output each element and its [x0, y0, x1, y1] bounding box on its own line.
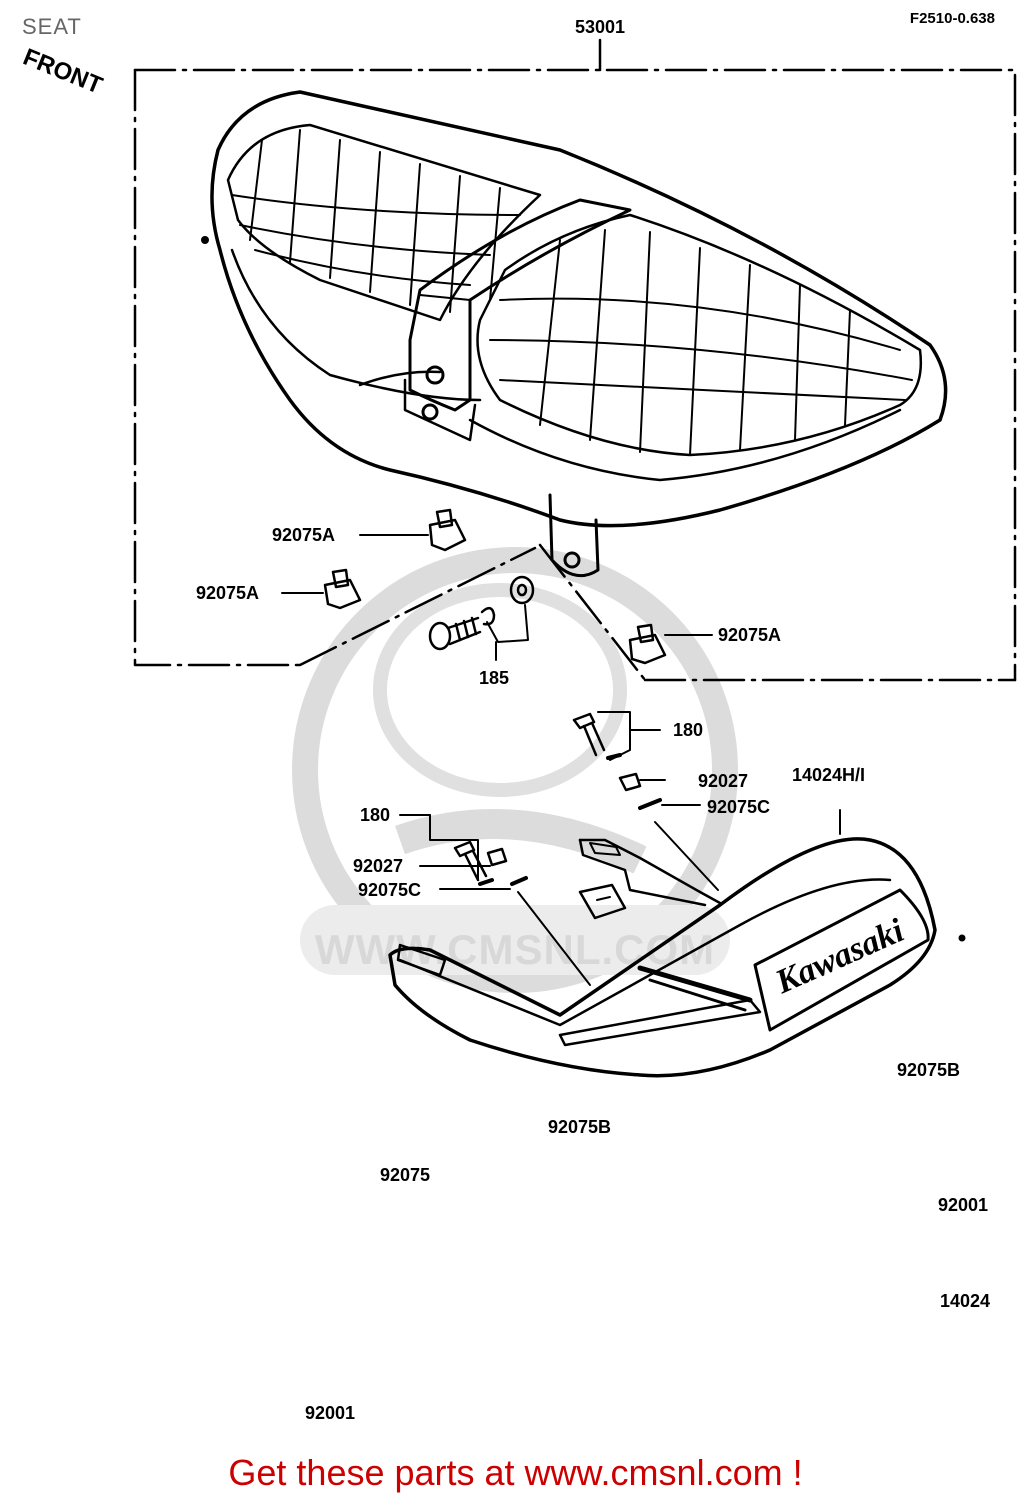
callout-92075c-lower: 92075C	[358, 880, 422, 900]
callout-92001-lower: 92001	[305, 1403, 356, 1423]
callout-92075a-3: 92075A	[718, 625, 782, 645]
figure-code: F2510-0.638	[909, 10, 995, 27]
bolt-185-graphic	[428, 575, 535, 661]
seat-assembly-boundary	[133, 68, 1017, 682]
callout-92075c-upper: 92075C	[707, 797, 771, 817]
callout-180-upper: 180	[673, 720, 704, 740]
callout-92075b-right: 92075B	[897, 1060, 961, 1080]
callout-14024: 14024	[940, 1291, 991, 1311]
callout-92001-upper: 92001	[938, 1195, 989, 1215]
bolt-180-upper-graphic	[572, 711, 661, 761]
callout-185: 185	[479, 668, 510, 688]
tail-cover-graphic	[388, 809, 966, 1078]
callout-92027-upper: 92027	[698, 771, 749, 791]
seat-graphic	[201, 90, 948, 578]
callout-92075b-center: 92075B	[548, 1117, 612, 1137]
page-title: SEAT	[22, 14, 82, 39]
washer-92027-upper-graphic	[618, 772, 719, 891]
get-parts-link[interactable]: Get these parts at www.cmsnl.com !	[228, 1452, 803, 1493]
clip-92075a-graphics	[323, 508, 667, 665]
callout-92075a-2: 92075A	[196, 583, 260, 603]
callout-92027-lower: 92027	[353, 856, 404, 876]
callout-14024hi: 14024H/I	[792, 765, 866, 785]
bolt-180-lower-graphic	[399, 814, 591, 986]
clip-leader-lines	[281, 534, 713, 636]
callout-180-lower: 180	[360, 805, 391, 825]
callout-92075: 92075	[380, 1165, 431, 1185]
callout-92075a-1: 92075A	[272, 525, 336, 545]
callout-53001: 53001	[575, 17, 626, 37]
watermark-text: WWW.CMSNL.COM	[314, 926, 716, 973]
